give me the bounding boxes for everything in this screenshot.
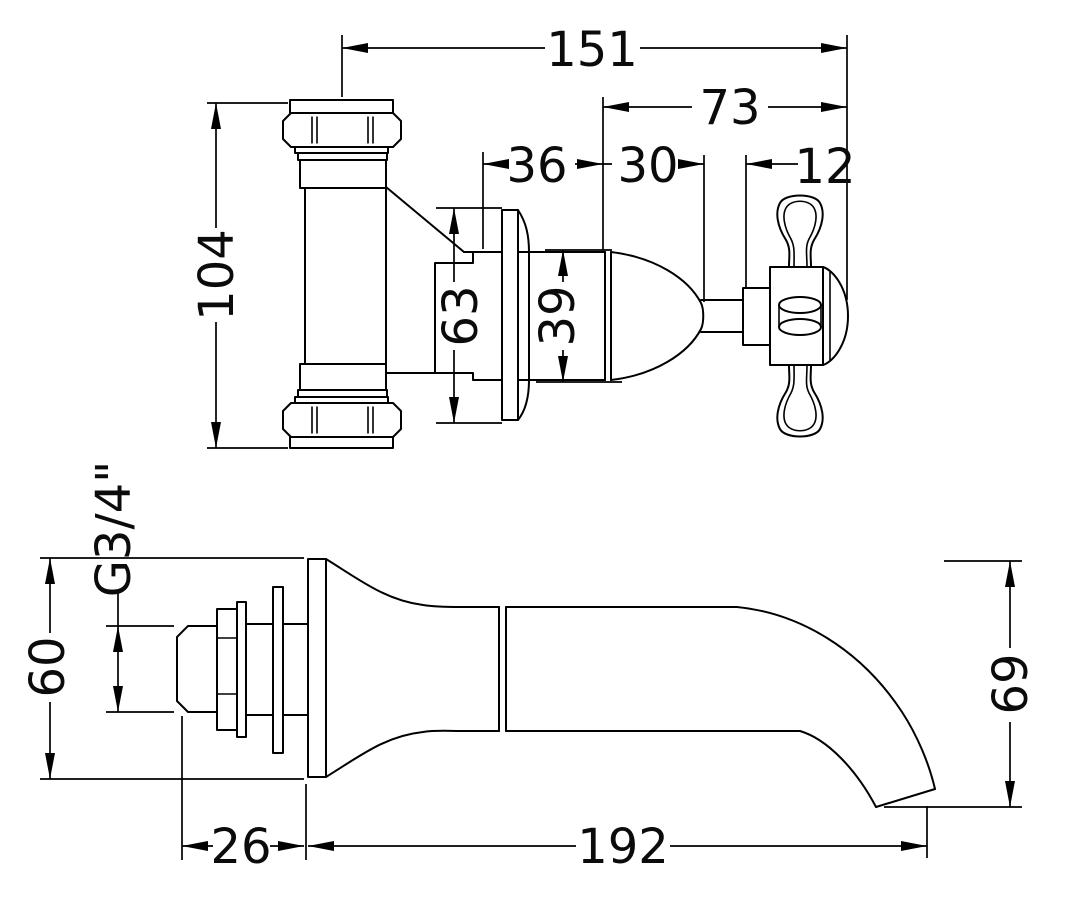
top-collar xyxy=(299,159,387,189)
dim-26-arrow-right xyxy=(278,841,304,851)
valve-dimensions: 151 73 36 30 12 104 xyxy=(189,22,856,449)
dim-36-arrow-left xyxy=(483,159,509,169)
dim-thread-arrow-top xyxy=(113,626,123,652)
dim-104-arrow-top xyxy=(211,103,221,129)
dim-spout-reach: 192 xyxy=(577,819,669,875)
top-ring xyxy=(297,152,388,161)
ext-39 xyxy=(536,249,622,383)
spout-neck xyxy=(505,606,801,732)
dim-151-arrow-right xyxy=(821,43,847,53)
dim-69-arrow-top xyxy=(1005,561,1015,587)
dim-104-arrow-bottom xyxy=(211,422,221,448)
dim-bonnet-projection: 30 xyxy=(617,138,678,194)
spout-view: G3/4" 60 26 192 69 xyxy=(20,461,1039,875)
dim-inlet-thread: G3/4" xyxy=(86,461,142,598)
dim-26-arrow-left xyxy=(182,841,208,851)
dim-12-arrow xyxy=(746,159,772,169)
handle-front-cap xyxy=(822,266,849,366)
top-cap xyxy=(289,99,394,114)
valve-branch xyxy=(385,186,705,421)
spout-wall-fitting xyxy=(176,586,309,754)
bottom-cap xyxy=(289,436,394,449)
body-tube xyxy=(304,187,387,374)
cross-handle xyxy=(700,194,849,438)
dim-151-arrow-left xyxy=(342,43,368,53)
dim-thread-arrow-bottom xyxy=(113,686,123,712)
pipe-segment-1 xyxy=(245,623,274,716)
ext-63 xyxy=(436,207,502,424)
dim-valve-overall-width: 151 xyxy=(546,22,638,78)
trumpet-bottom-curve xyxy=(325,729,500,778)
dim-69-arrow-bottom xyxy=(1005,781,1015,807)
dim-192-arrow-left xyxy=(308,841,334,851)
bottom-ring xyxy=(297,389,388,398)
spout-back-plate xyxy=(307,558,327,778)
valve-view: 151 73 36 30 12 104 xyxy=(189,22,856,449)
dim-stem-exposure: 12 xyxy=(794,139,855,195)
spout-inner-curve xyxy=(799,730,877,808)
backnut xyxy=(216,608,238,731)
dim-escutcheon-to-wall: 36 xyxy=(506,138,567,194)
bottom-hex-facets xyxy=(311,406,374,434)
dim-valve-height: 104 xyxy=(189,229,245,321)
spout-outlet-face xyxy=(875,788,936,808)
washer-flange xyxy=(236,601,247,738)
valve-body xyxy=(282,99,402,449)
threaded-tail xyxy=(176,625,218,713)
ext-69 xyxy=(884,560,1022,808)
handle-top-arm xyxy=(776,194,824,268)
spout-body xyxy=(307,558,936,808)
spout-outer-curve xyxy=(736,606,936,790)
trumpet-top-curve xyxy=(325,558,500,608)
ext-26-192 xyxy=(181,716,928,860)
dim-39-arrow-bottom xyxy=(558,356,568,382)
handle-front-arm-sides xyxy=(778,305,822,327)
dim-63-arrow-top xyxy=(449,208,459,234)
top-hex-nut xyxy=(282,112,402,148)
branch-back-cylinder xyxy=(385,251,474,374)
escutcheon-dome-edge xyxy=(517,209,530,421)
ext-104 xyxy=(207,102,288,449)
bonnet-dome-cap xyxy=(610,251,705,381)
dim-39-arrow-top xyxy=(558,250,568,276)
handle-bottom-arm-inner xyxy=(783,364,817,432)
wall-flange xyxy=(272,586,284,754)
backnut-facets xyxy=(217,637,237,695)
dim-escutcheon-diameter: 63 xyxy=(433,285,489,346)
dim-60-arrow-bottom xyxy=(45,753,55,779)
bonnet-bottom-edge xyxy=(434,372,606,381)
dim-30-arrow-right xyxy=(678,159,704,169)
dim-spout-drop: 69 xyxy=(983,653,1039,714)
handle-top-arm-inner xyxy=(783,200,817,268)
ext-60 xyxy=(40,557,304,780)
dim-wall-fitting-depth: 26 xyxy=(210,819,271,875)
handle-stem xyxy=(700,299,744,333)
handle-hub xyxy=(769,266,824,366)
top-hex-facets xyxy=(311,116,374,144)
dim-73-arrow-right xyxy=(821,102,847,112)
extension-lines xyxy=(341,35,848,302)
dim-60-arrow-top xyxy=(45,558,55,584)
bottom-collar xyxy=(299,363,387,391)
bottom-hex-nut xyxy=(282,402,402,438)
dim-handle-projection: 73 xyxy=(699,80,760,136)
dim-73-arrow-left xyxy=(603,102,629,112)
dim-192-arrow-right xyxy=(901,841,927,851)
spout-joint-ring xyxy=(498,606,507,732)
handle-bottom-arm xyxy=(776,364,824,438)
spout-dimensions: G3/4" 60 26 192 69 xyxy=(20,461,1039,875)
dim-bonnet-diameter: 39 xyxy=(530,285,586,346)
pipe-segment-2 xyxy=(282,623,309,716)
dim-spout-flange-height: 60 xyxy=(20,636,76,697)
bonnet-front-ring xyxy=(604,251,612,381)
dim-36-arrow-right xyxy=(577,159,603,169)
dim-63-arrow-bottom xyxy=(449,397,459,423)
branch-slant-edge xyxy=(385,186,465,253)
handle-stem-collar xyxy=(742,287,771,346)
escutcheon-plate xyxy=(501,209,519,421)
